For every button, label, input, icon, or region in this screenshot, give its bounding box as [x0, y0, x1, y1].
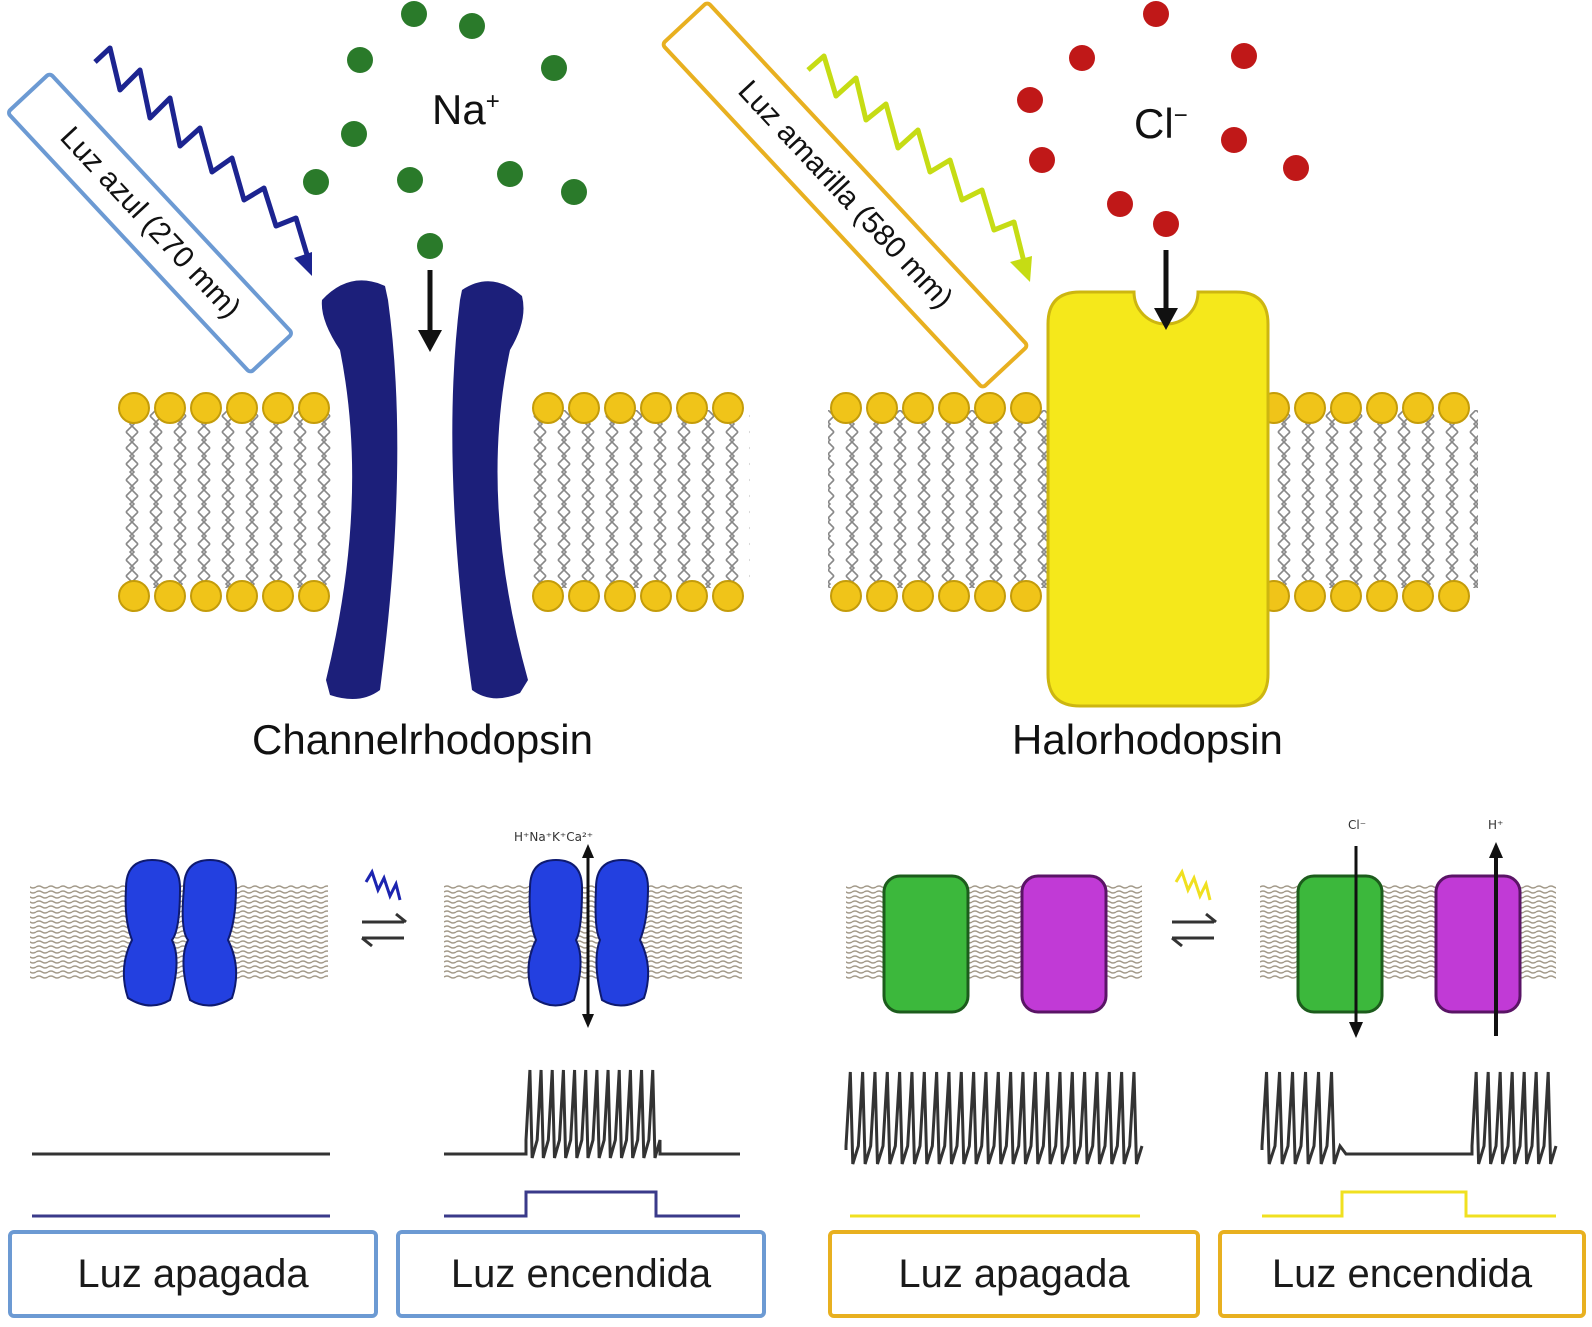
lipid-head	[902, 392, 934, 424]
lipid-head	[298, 580, 330, 612]
halo-off-green-pump	[882, 874, 970, 1014]
chr-ion-list-label: H⁺Na⁺K⁺Ca²⁺	[514, 830, 594, 844]
halo-on-voltage-trace	[1260, 1071, 1558, 1165]
lipid-head	[1294, 580, 1326, 612]
lipid-head	[1438, 392, 1470, 424]
lipid-head	[974, 580, 1006, 612]
lipid-head	[190, 580, 222, 612]
lipid-head	[190, 392, 222, 424]
halo-on-green-pump	[1296, 874, 1384, 1014]
lipid-heads	[118, 392, 1470, 612]
lipid-head	[568, 392, 600, 424]
halo-off-magenta-pump	[1020, 874, 1108, 1014]
cl-ion-label: Cl−	[1134, 100, 1188, 147]
lipid-head	[640, 392, 672, 424]
lipid-head	[974, 392, 1006, 424]
halo-on-magenta-pump	[1434, 874, 1522, 1014]
chr-light-on-label: Luz encendida	[396, 1230, 766, 1318]
lipid-head	[938, 392, 970, 424]
chr-open-protein	[527, 858, 650, 1007]
lipid-head	[1402, 580, 1434, 612]
halo-h-label: H⁺	[1488, 818, 1504, 832]
lipid-head	[154, 580, 186, 612]
na-ions	[303, 1, 587, 259]
membrane-right-a	[828, 410, 1048, 588]
lipid-head	[154, 392, 186, 424]
lipid-head	[676, 580, 708, 612]
lipid-head	[262, 392, 294, 424]
chr-light-off-label: Luz apagada	[8, 1230, 378, 1318]
lipid-head	[604, 580, 636, 612]
lipid-head	[1366, 392, 1398, 424]
halo-cl-label: Cl⁻	[1348, 818, 1367, 832]
halo-equilibrium-arrows	[1171, 868, 1217, 948]
lipid-head	[568, 580, 600, 612]
blue-light-wave	[93, 45, 311, 259]
lipid-head	[938, 580, 970, 612]
lipid-head	[1010, 392, 1042, 424]
lipid-head	[1010, 580, 1042, 612]
lipid-head	[1366, 580, 1398, 612]
lipid-head	[712, 392, 744, 424]
lipid-head	[118, 580, 150, 612]
channelrhodopsin-title: Channelrhodopsin	[252, 716, 593, 763]
lipid-head	[226, 392, 258, 424]
lipid-head	[866, 580, 898, 612]
halorhodopsin-title: Halorhodopsin	[1012, 716, 1283, 763]
cl-ions	[1017, 1, 1309, 237]
lipid-head	[866, 392, 898, 424]
chr-on-voltage-trace	[444, 1069, 740, 1159]
lipid-head	[830, 580, 862, 612]
halo-light-on-label: Luz encendida	[1218, 1230, 1586, 1318]
spike-traces	[32, 1069, 1558, 1218]
chr-closed-protein	[122, 858, 238, 1007]
lipid-head	[532, 580, 564, 612]
lipid-head	[532, 392, 564, 424]
lipid-head	[902, 580, 934, 612]
lipid-head	[676, 392, 708, 424]
yellow-light-wave	[806, 53, 1027, 263]
lipid-head	[712, 580, 744, 612]
membrane-left-a	[118, 410, 338, 588]
lipid-head	[1402, 392, 1434, 424]
lipid-head	[1294, 392, 1326, 424]
lipid-head	[830, 392, 862, 424]
lipid-head	[118, 392, 150, 424]
channelrhodopsin-protein	[321, 280, 528, 699]
lipid-head	[604, 392, 636, 424]
membrane-right-b	[1258, 410, 1478, 588]
halo-on-light-trace	[1262, 1190, 1556, 1218]
lipid-head	[1330, 580, 1362, 612]
lipid-head	[298, 392, 330, 424]
lipid-head	[1438, 580, 1470, 612]
membrane-left-b	[530, 410, 750, 588]
lipid-head	[262, 580, 294, 612]
halorhodopsin-protein	[1046, 290, 1270, 708]
halo-light-off-label: Luz apagada	[828, 1230, 1200, 1318]
lipid-head	[1330, 392, 1362, 424]
na-ion-label: Na+	[432, 86, 500, 133]
halo-off-voltage-trace	[844, 1071, 1144, 1165]
lipid-head	[640, 580, 672, 612]
lipid-head	[226, 580, 258, 612]
chr-equilibrium-arrows	[361, 868, 407, 948]
small-membrane-2	[444, 884, 742, 980]
chr-on-light-trace	[444, 1190, 740, 1218]
